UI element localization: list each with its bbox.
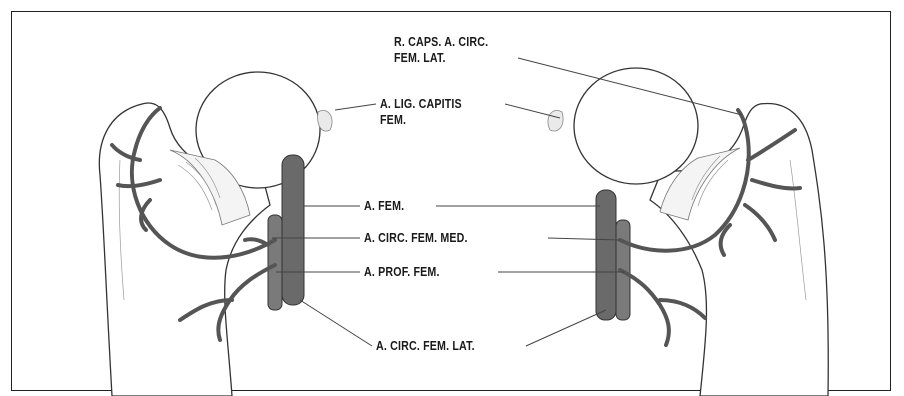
right-femoral-head bbox=[574, 68, 698, 184]
label-r-caps-circ-fem-lat: R. CAPS. A. CIRC. FEM. LAT. bbox=[394, 34, 488, 66]
right-femoral-artery bbox=[596, 190, 630, 320]
right-femur bbox=[548, 68, 828, 396]
leader-lig-capitis-left bbox=[335, 104, 376, 110]
label-fem: A. FEM. bbox=[364, 198, 404, 214]
label-prof-fem: A. PROF. FEM. bbox=[364, 264, 440, 280]
label-circ-fem-lat: A. CIRC. FEM. LAT. bbox=[376, 338, 475, 354]
label-lig-capitis-fem: A. LIG. CAPITIS FEM. bbox=[380, 96, 462, 128]
leader-circ-lat-left bbox=[300, 300, 372, 346]
leader-lig-capitis-right bbox=[505, 104, 560, 118]
leader-circ-lat-right bbox=[526, 310, 606, 346]
label-circ-fem-med: A. CIRC. FEM. MED. bbox=[364, 230, 468, 246]
